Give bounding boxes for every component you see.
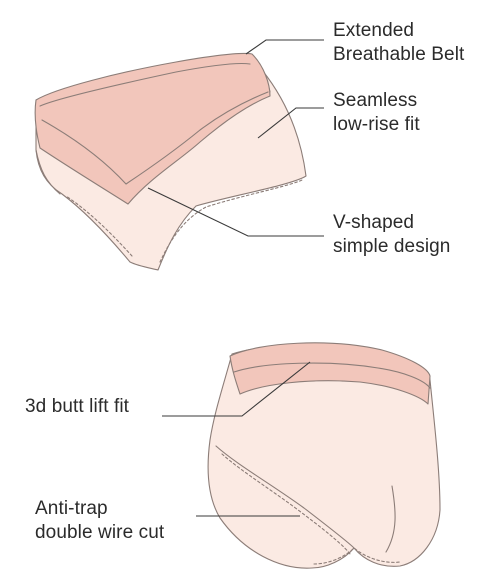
callout-extended-belt-line-2: Breathable Belt [333, 44, 465, 65]
front-belt-band [34, 52, 271, 205]
callout-butt-lift: 3d butt lift fit [25, 395, 129, 419]
back-view-brief [207, 342, 441, 569]
back-seat-seam [385, 485, 396, 553]
callout-v-shaped-line-1: V-shaped [333, 212, 415, 233]
front-band-fold [41, 91, 269, 185]
leader-extended-belt [245, 39, 324, 55]
leader-seamless [257, 107, 324, 139]
back-waistband [229, 342, 431, 405]
leader-lines [147, 39, 324, 517]
callout-v-shaped-line-2: simple design [333, 236, 451, 257]
back-leg-stitch [221, 453, 351, 555]
front-side-edge [35, 149, 61, 195]
front-view-brief [34, 52, 307, 271]
callout-butt-lift-line-1: 3d butt lift fit [25, 396, 130, 417]
back-leg-opening [215, 445, 355, 549]
callout-anti-trap-line-2: double wire cut [35, 522, 165, 543]
callout-v-shaped: V-shaped simple design [333, 211, 450, 259]
callout-seamless: Seamless low-rise fit [333, 89, 420, 137]
leader-v-shaped [147, 187, 324, 237]
front-leg-hem [159, 179, 303, 263]
callout-extended-belt: Extended Breathable Belt [333, 19, 464, 67]
callout-extended-belt-line-1: Extended [333, 20, 415, 41]
callout-seamless-line-1: Seamless [333, 90, 418, 111]
front-leg-hem-left [65, 195, 133, 257]
callout-anti-trap-line-1: Anti-trap [35, 498, 108, 519]
callout-anti-trap: Anti-trap double wire cut [35, 497, 164, 545]
callout-seamless-line-2: low-rise fit [333, 114, 420, 135]
leader-butt-lift [162, 361, 311, 417]
back-waistband-edge [233, 362, 431, 389]
front-band-edge [39, 62, 251, 107]
